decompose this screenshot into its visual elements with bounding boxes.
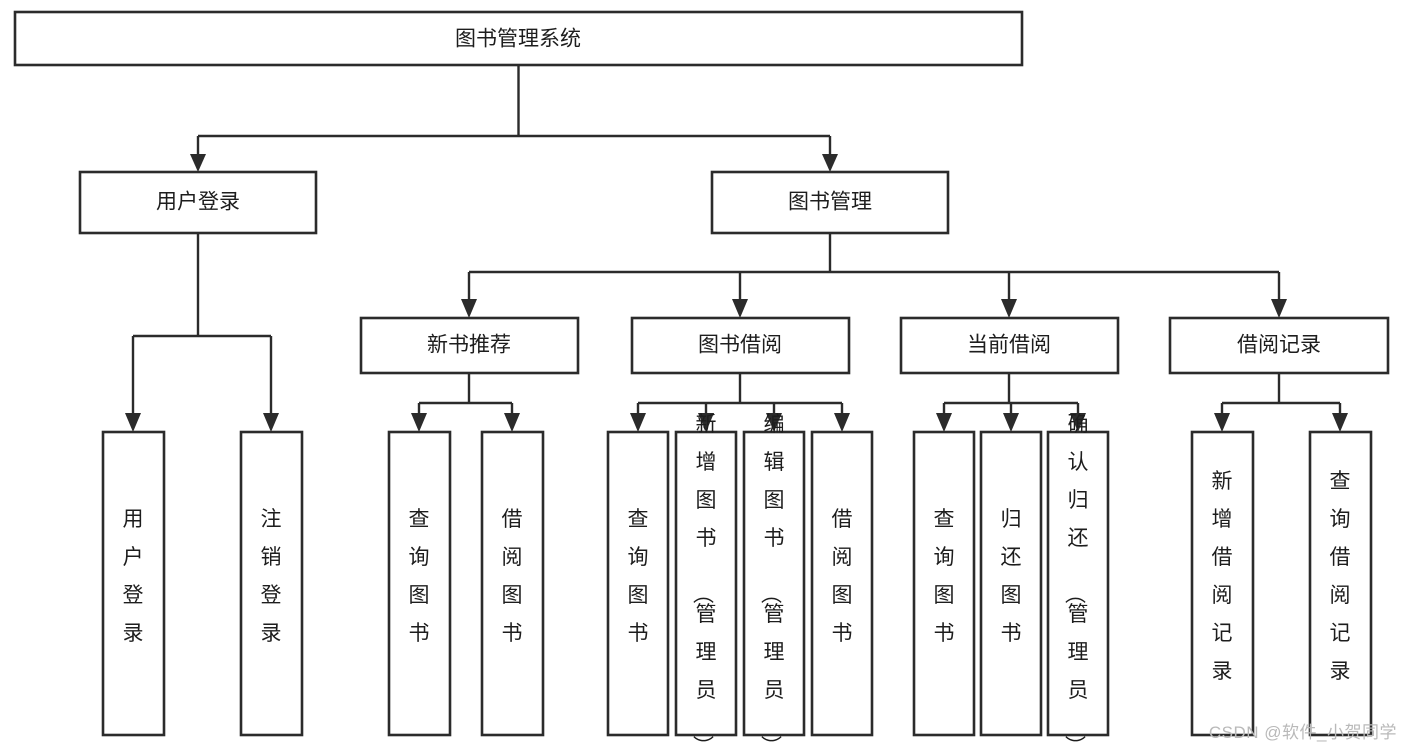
node-new-book-recommend-label: 新书推荐 — [427, 334, 511, 357]
arrowhead-book-borrow — [732, 299, 748, 318]
leaf-edit-book-admin-label: 编辑图书（管理员） — [759, 413, 785, 747]
node-user-login[interactable]: 用户登录 — [78, 170, 318, 235]
leaf-query-book-nbr-label: 查询图书 — [409, 508, 430, 645]
arrowhead-new-book-rec — [461, 299, 477, 318]
arrowhead-br-leaf-2 — [1332, 413, 1348, 432]
leaf-add-borrow-record[interactable]: 新增借阅记录 — [1190, 430, 1255, 737]
leaf-query-book-cb-label: 查询图书 — [934, 508, 955, 645]
node-root-system-label: 图书管理系统 — [455, 28, 581, 51]
arrowhead-bb-leaf-1 — [630, 413, 646, 432]
node-layer: 图书管理系统 用户登录 图书管理 新书推荐 图书借阅 当前 — [13, 10, 1390, 747]
arrowhead-borrow-record — [1271, 299, 1287, 318]
arrowhead-current-borrow — [1001, 299, 1017, 318]
node-root-system[interactable]: 图书管理系统 — [13, 10, 1024, 67]
connector-layer — [125, 65, 1348, 432]
leaf-borrow-book-bb[interactable]: 借阅图书 — [810, 430, 874, 737]
arrowhead-bb-leaf-3 — [766, 413, 782, 432]
leaf-query-borrow-record[interactable]: 查询借阅记录 — [1308, 430, 1373, 737]
node-book-management-label: 图书管理 — [788, 191, 872, 214]
node-book-borrow[interactable]: 图书借阅 — [630, 316, 851, 375]
arrowhead-leaf-logout — [263, 413, 279, 432]
arrowhead-bb-leaf-4 — [834, 413, 850, 432]
leaf-query-book-bb-label: 查询图书 — [628, 508, 649, 645]
arrowhead-br-leaf-1 — [1214, 413, 1230, 432]
arrowhead-cb-leaf-1 — [936, 413, 952, 432]
leaf-query-book-nbr[interactable]: 查询图书 — [387, 430, 452, 737]
leaf-query-book-cb[interactable]: 查询图书 — [912, 430, 976, 737]
node-current-borrow[interactable]: 当前借阅 — [899, 316, 1120, 375]
arrowhead-book-mgmt — [822, 154, 838, 172]
leaf-add-book-admin[interactable]: 新增图书（管理员） — [674, 413, 738, 747]
leaf-user-login[interactable]: 用户登录 — [101, 430, 166, 737]
leaf-borrow-book-bb-label: 借阅图书 — [832, 508, 853, 645]
node-book-management[interactable]: 图书管理 — [710, 170, 950, 235]
leaf-add-book-admin-label: 新增图书（管理员） — [691, 413, 717, 747]
csdn-watermark: CSDN @软件_小贺同学 — [1208, 723, 1397, 742]
leaf-borrow-book-nbr[interactable]: 借阅图书 — [480, 430, 545, 737]
leaf-logout[interactable]: 注销登录 — [239, 430, 304, 737]
node-user-login-label: 用户登录 — [156, 191, 240, 214]
arrowhead-cb-leaf-3 — [1070, 413, 1086, 432]
arrowhead-bb-leaf-2 — [698, 413, 714, 432]
node-book-borrow-label: 图书借阅 — [698, 334, 782, 357]
leaf-return-book[interactable]: 归还图书 — [979, 430, 1043, 737]
node-borrow-record-label: 借阅记录 — [1237, 334, 1321, 357]
arrowhead-leaf-user-login — [125, 413, 141, 432]
leaf-user-login-label: 用户登录 — [123, 508, 144, 645]
leaf-add-borrow-record-label: 新增借阅记录 — [1212, 470, 1233, 683]
node-borrow-record[interactable]: 借阅记录 — [1168, 316, 1390, 375]
leaf-logout-label: 注销登录 — [261, 508, 282, 645]
arrowhead-cb-leaf-2 — [1003, 413, 1019, 432]
leaf-confirm-return-admin-label: 确认归还（管理员） — [1063, 413, 1089, 747]
node-new-book-recommend[interactable]: 新书推荐 — [359, 316, 580, 375]
leaf-confirm-return-admin[interactable]: 确认归还（管理员） — [1046, 413, 1110, 747]
arrowhead-user-login — [190, 154, 206, 172]
arrowhead-nbr-leaf-2 — [504, 413, 520, 432]
leaf-return-book-label: 归还图书 — [1001, 508, 1022, 645]
leaf-query-book-bb[interactable]: 查询图书 — [606, 430, 670, 737]
leaf-edit-book-admin[interactable]: 编辑图书（管理员） — [742, 413, 806, 747]
leaf-borrow-book-nbr-label: 借阅图书 — [502, 508, 523, 645]
node-current-borrow-label: 当前借阅 — [967, 334, 1051, 357]
leaf-query-borrow-record-label: 查询借阅记录 — [1330, 470, 1351, 683]
arrowhead-nbr-leaf-1 — [411, 413, 427, 432]
